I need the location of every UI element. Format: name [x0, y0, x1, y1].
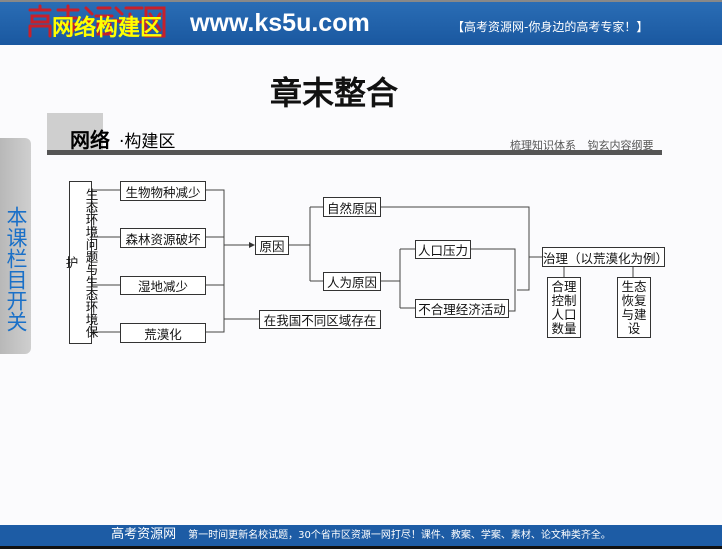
- site-logo[interactable]: [26, 4, 166, 38]
- section-tagline: 梳理知识体系 钩玄内容纲要: [510, 139, 654, 152]
- site-url[interactable]: www.ks5u.com: [190, 9, 370, 37]
- governance-box: 治理（以荒漠化为例）: [542, 247, 668, 267]
- human-cause-box: 人为原因: [323, 272, 381, 291]
- problem-box: 生物物种减少: [120, 181, 206, 201]
- section-divider: [47, 150, 662, 155]
- footer-text: 第一时间更新名校试题，30个省市区资源一网打尽！课件、教案、学案、素材、论文种类…: [188, 530, 611, 541]
- logo-overlay-text: 网络构建区: [52, 16, 163, 41]
- section-subtitle: ·构建区: [119, 132, 176, 152]
- problem-box: 荒漠化: [120, 323, 206, 343]
- cause-box: 原因: [255, 236, 289, 255]
- measure-box: 合理控制人口数量: [547, 277, 581, 338]
- measure-box: 生态恢复与建设: [617, 277, 651, 338]
- page-title: 章末整合: [269, 74, 398, 112]
- root-box: 生态环境问题与生态环境保护: [64, 181, 99, 344]
- course-section-toggle[interactable]: 本课栏目开关: [0, 138, 31, 354]
- human-cause-item: 不合理经济活动: [415, 299, 509, 318]
- natural-cause-box: 自然原因: [323, 197, 381, 217]
- problem-box: 湿地减少: [120, 276, 206, 295]
- site-slogan: 【高考资源网-你身边的高考专家！】: [452, 20, 649, 34]
- site-footer: 高考资源网第一时间更新名校试题，30个省市区资源一网打尽！课件、教案、学案、素材…: [0, 525, 722, 549]
- section-tab-bg: [47, 113, 103, 151]
- human-cause-item: 人口压力: [415, 240, 471, 259]
- footer-brand[interactable]: 高考资源网: [111, 527, 177, 542]
- exist-box: 在我国不同区域存在: [259, 310, 381, 329]
- problem-box: 森林资源破坏: [120, 228, 206, 248]
- section-title: 网络: [70, 128, 110, 152]
